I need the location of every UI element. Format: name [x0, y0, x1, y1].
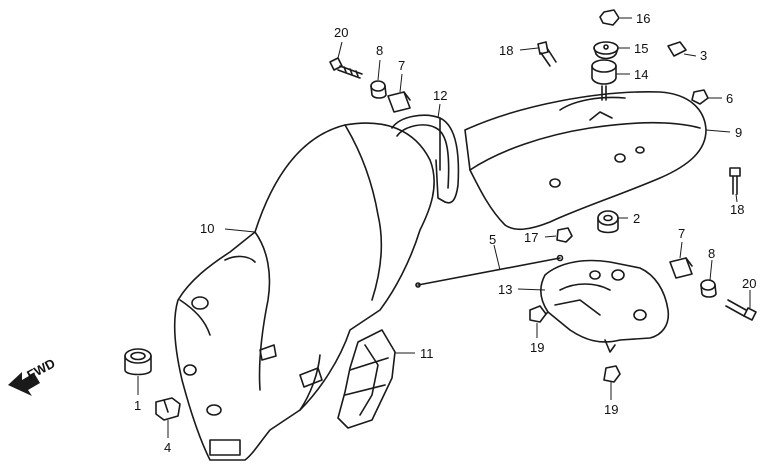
- callout-7-upper: 7: [398, 58, 405, 73]
- part-cap-15: [593, 41, 619, 60]
- part-strap: [391, 114, 460, 204]
- part-rear-fender: [464, 91, 707, 231]
- part-bracket: [539, 259, 670, 353]
- part-collar: [124, 348, 152, 376]
- callout-labels: 20 8 7 12 16 18 15 3 14 6 9 18 10 2 17 5…: [134, 11, 756, 455]
- callout-11: 11: [420, 346, 434, 361]
- part-nut-19-lower: [603, 365, 621, 383]
- part-clip: [155, 397, 181, 421]
- part-nut-6: [691, 89, 709, 105]
- part-collar-lower: [700, 279, 717, 298]
- part-clip-3: [667, 41, 687, 57]
- part-bolt-upper: [329, 57, 363, 79]
- callout-10: 10: [200, 221, 214, 236]
- part-inner-fender: [174, 122, 435, 461]
- callout-5: 5: [489, 232, 496, 247]
- fwd-label: FWD: [24, 356, 57, 383]
- callout-1: 1: [134, 398, 141, 413]
- callout-18-lower: 18: [730, 202, 744, 217]
- part-cable: [417, 257, 561, 286]
- callout-17: 17: [524, 230, 538, 245]
- part-bolt-18-upper: [537, 41, 557, 67]
- callout-20-lower: 20: [742, 276, 756, 291]
- callout-9: 9: [735, 125, 742, 140]
- callout-14: 14: [634, 67, 648, 82]
- callout-18-upper: 18: [499, 43, 513, 58]
- callout-3: 3: [700, 48, 707, 63]
- part-collar-upper: [370, 80, 387, 99]
- leader-lines: [137, 17, 751, 438]
- callout-7-lower: 7: [678, 226, 685, 241]
- part-nut-19-mid: [529, 305, 547, 323]
- part-grommet: [597, 210, 619, 234]
- part-bolt-18-lower: [729, 167, 741, 195]
- part-bush-upper: [387, 91, 411, 113]
- callout-15: 15: [634, 41, 648, 56]
- callout-12: 12: [433, 88, 447, 103]
- part-nut-17: [556, 227, 573, 243]
- callout-13: 13: [498, 282, 512, 297]
- callout-19-lower: 19: [604, 402, 618, 417]
- callout-8-upper: 8: [376, 43, 383, 58]
- callout-8-lower: 8: [708, 246, 715, 261]
- callout-6: 6: [726, 91, 733, 106]
- callout-2: 2: [633, 211, 640, 226]
- part-bush-lower: [669, 257, 693, 279]
- fwd-direction-arrow: FWD: [8, 356, 58, 396]
- part-nut-16: [599, 9, 620, 26]
- callout-16: 16: [636, 11, 650, 26]
- callout-4: 4: [164, 440, 171, 455]
- part-plate: [337, 329, 396, 429]
- callout-19-mid: 19: [530, 340, 544, 355]
- callout-20-upper: 20: [334, 25, 348, 40]
- part-bolt-lower: [725, 299, 757, 321]
- part-mount-14: [591, 59, 617, 101]
